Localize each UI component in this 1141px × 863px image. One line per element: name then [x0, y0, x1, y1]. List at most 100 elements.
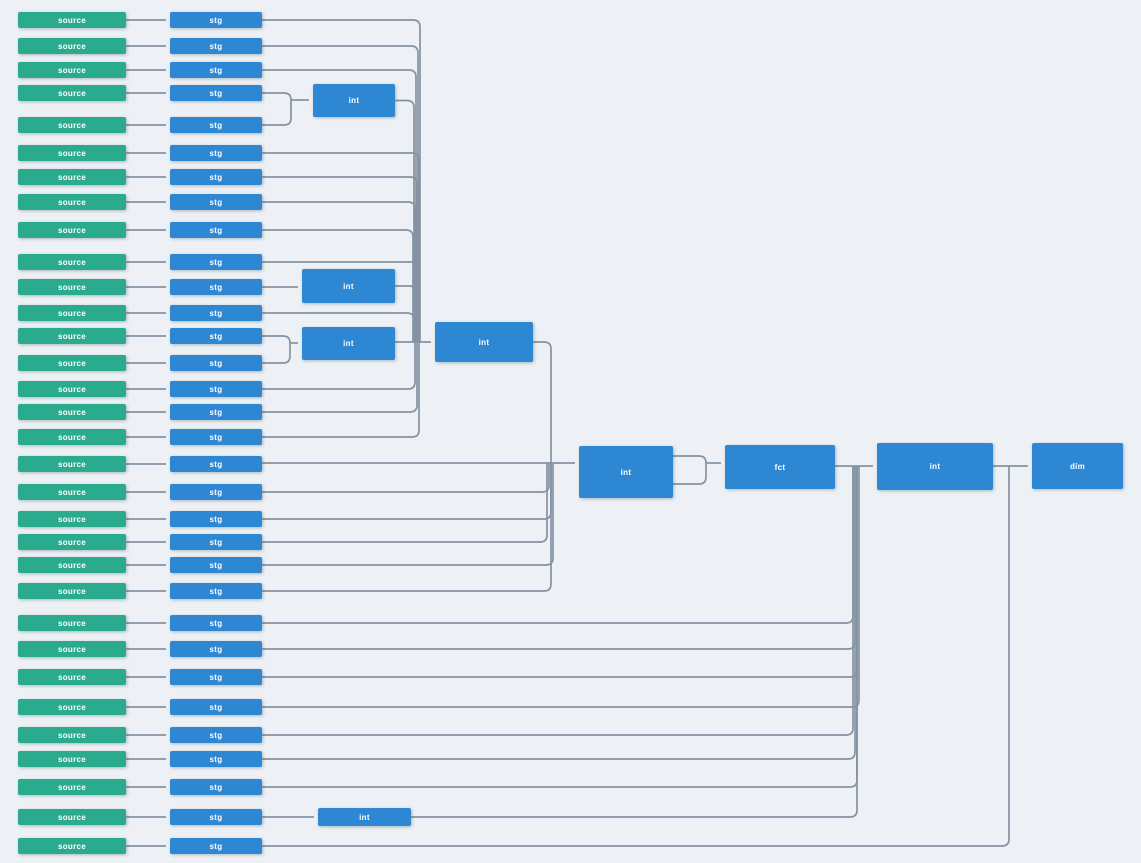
- node-source-13[interactable]: source: [18, 355, 126, 371]
- node-stg-13[interactable]: stg: [170, 355, 262, 371]
- edge: [262, 463, 550, 493]
- node-source-11[interactable]: source: [18, 305, 126, 321]
- node-int-c[interactable]: int: [435, 322, 533, 362]
- node-stg-8[interactable]: stg: [170, 222, 262, 238]
- node-source-14[interactable]: source: [18, 381, 126, 397]
- node-stg-12[interactable]: stg: [170, 328, 262, 344]
- node-source-9[interactable]: source: [18, 254, 126, 270]
- edge: [262, 466, 854, 736]
- edge: [262, 466, 856, 650]
- node-stg-3[interactable]: stg: [170, 85, 262, 101]
- edge: [262, 463, 552, 592]
- node-stg-6[interactable]: stg: [170, 169, 262, 185]
- node-fct[interactable]: fct: [725, 445, 835, 489]
- node-source-18[interactable]: source: [18, 484, 126, 500]
- node-int-d[interactable]: int: [579, 446, 673, 498]
- edge: [262, 466, 860, 708]
- node-stg-14[interactable]: stg: [170, 381, 262, 397]
- node-source-5[interactable]: source: [18, 145, 126, 161]
- node-int-b[interactable]: int: [302, 327, 395, 360]
- node-source-6[interactable]: source: [18, 169, 126, 185]
- node-source-20[interactable]: source: [18, 534, 126, 550]
- node-source-19[interactable]: source: [18, 511, 126, 527]
- node-source-2[interactable]: source: [18, 62, 126, 78]
- node-source-29[interactable]: source: [18, 779, 126, 795]
- node-source-17[interactable]: source: [18, 456, 126, 472]
- node-source-15[interactable]: source: [18, 404, 126, 420]
- edge: [262, 463, 548, 543]
- node-source-12[interactable]: source: [18, 328, 126, 344]
- node-source-24[interactable]: source: [18, 641, 126, 657]
- node-stg-19[interactable]: stg: [170, 511, 262, 527]
- edge: [673, 463, 707, 485]
- node-stg-15[interactable]: stg: [170, 404, 262, 420]
- node-source-16[interactable]: source: [18, 429, 126, 445]
- node-stg-1[interactable]: stg: [170, 38, 262, 54]
- node-source-23[interactable]: source: [18, 615, 126, 631]
- edge: [262, 342, 420, 438]
- node-source-1[interactable]: source: [18, 38, 126, 54]
- node-source-4[interactable]: source: [18, 117, 126, 133]
- node-stg-17[interactable]: stg: [170, 456, 262, 472]
- edge: [262, 176, 418, 342]
- edge: [262, 463, 552, 520]
- node-int-f[interactable]: int: [877, 443, 993, 490]
- node-int-2[interactable]: int: [302, 269, 395, 303]
- node-stg-26[interactable]: stg: [170, 699, 262, 715]
- node-stg-25[interactable]: stg: [170, 669, 262, 685]
- node-source-30[interactable]: source: [18, 809, 126, 825]
- edge: [673, 455, 707, 464]
- node-stg-30[interactable]: stg: [170, 809, 262, 825]
- node-source-22[interactable]: source: [18, 583, 126, 599]
- edge: [262, 466, 858, 678]
- node-stg-23[interactable]: stg: [170, 615, 262, 631]
- edge: [262, 466, 858, 788]
- node-int-6[interactable]: int: [318, 808, 411, 826]
- edge: [411, 466, 858, 818]
- node-source-28[interactable]: source: [18, 751, 126, 767]
- node-stg-18[interactable]: stg: [170, 484, 262, 500]
- node-stg-27[interactable]: stg: [170, 727, 262, 743]
- node-stg-24[interactable]: stg: [170, 641, 262, 657]
- edge: [395, 285, 417, 342]
- edge: [262, 45, 419, 342]
- node-stg-31[interactable]: stg: [170, 838, 262, 854]
- node-stg-21[interactable]: stg: [170, 557, 262, 573]
- node-source-27[interactable]: source: [18, 727, 126, 743]
- node-source-3[interactable]: source: [18, 85, 126, 101]
- node-source-7[interactable]: source: [18, 194, 126, 210]
- node-stg-28[interactable]: stg: [170, 751, 262, 767]
- edge: [262, 466, 1010, 847]
- node-stg-22[interactable]: stg: [170, 583, 262, 599]
- edge: [262, 152, 420, 342]
- node-stg-10[interactable]: stg: [170, 279, 262, 295]
- node-source-25[interactable]: source: [18, 669, 126, 685]
- node-source-31[interactable]: source: [18, 838, 126, 854]
- node-source-26[interactable]: source: [18, 699, 126, 715]
- node-stg-0[interactable]: stg: [170, 12, 262, 28]
- node-stg-2[interactable]: stg: [170, 62, 262, 78]
- edge: [262, 466, 854, 624]
- edge: [395, 99, 415, 342]
- node-stg-9[interactable]: stg: [170, 254, 262, 270]
- edge: [533, 341, 552, 463]
- node-int-1[interactable]: int: [313, 84, 395, 117]
- node-stg-29[interactable]: stg: [170, 779, 262, 795]
- node-stg-20[interactable]: stg: [170, 534, 262, 550]
- node-source-8[interactable]: source: [18, 222, 126, 238]
- node-source-21[interactable]: source: [18, 557, 126, 573]
- node-stg-11[interactable]: stg: [170, 305, 262, 321]
- edge: [262, 229, 414, 342]
- edge: [262, 466, 856, 760]
- node-stg-4[interactable]: stg: [170, 117, 262, 133]
- node-dim[interactable]: dim: [1032, 443, 1123, 489]
- edge: [262, 463, 554, 566]
- node-source-0[interactable]: source: [18, 12, 126, 28]
- node-source-10[interactable]: source: [18, 279, 126, 295]
- edge: [262, 261, 419, 342]
- node-stg-16[interactable]: stg: [170, 429, 262, 445]
- node-stg-5[interactable]: stg: [170, 145, 262, 161]
- node-stg-7[interactable]: stg: [170, 194, 262, 210]
